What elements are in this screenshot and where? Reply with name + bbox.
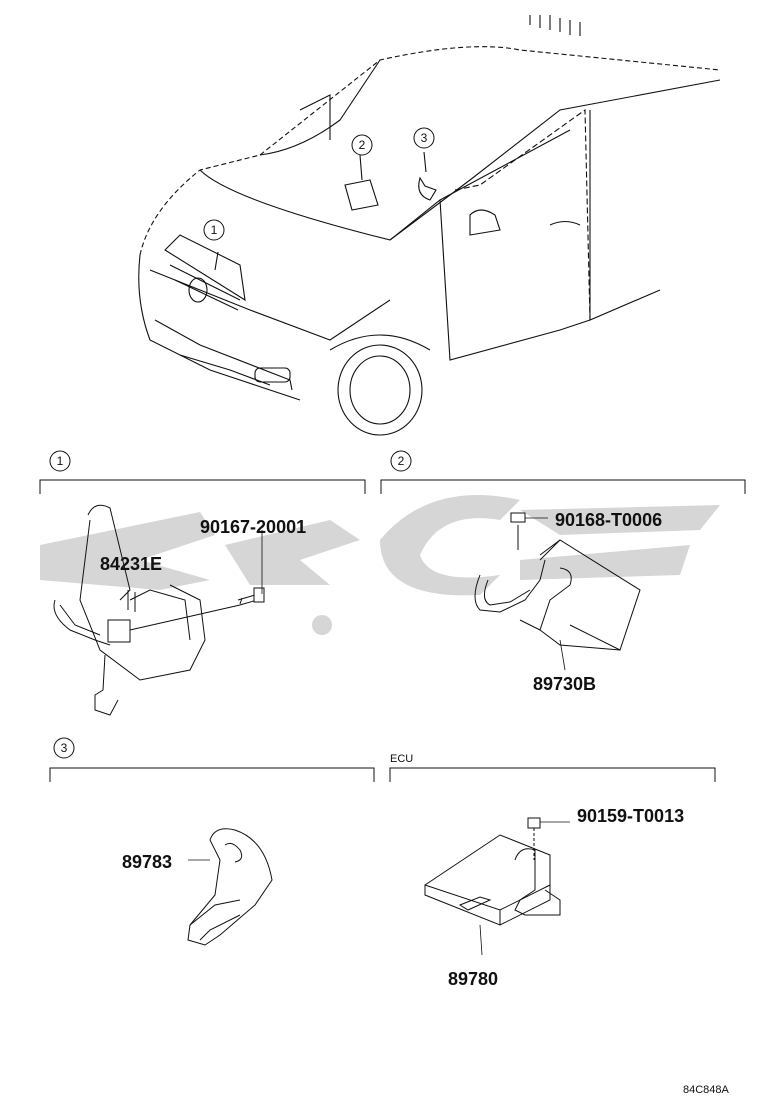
bolt-90167 [237, 530, 265, 606]
part-label-89783: 89783 [122, 852, 172, 872]
section-2-callout-label: 2 [398, 454, 405, 468]
section-3-header: 3 [49, 737, 375, 782]
part-label-90159-T0013: 90159-T0013 [577, 806, 684, 826]
horn-assembly-drawing [53, 504, 241, 716]
section-3-callout-label: 3 [61, 741, 68, 755]
part-label-84231E: 84231E [100, 554, 162, 574]
section-2-header: 2 [380, 450, 746, 494]
ecu-89780-drawing [424, 817, 570, 956]
part-label-89780: 89780 [448, 969, 498, 989]
callout-2-top-label: 2 [359, 138, 366, 152]
sensor-89730B-drawing [474, 512, 641, 671]
callout-3-top-label: 3 [421, 131, 428, 145]
callout-2-top: 2 [351, 134, 373, 156]
section-ecu-label: ECU [390, 753, 413, 765]
vehicle-illustration [138, 15, 721, 436]
part-label-90168-T0006: 90168-T0006 [555, 510, 662, 530]
callout-1-top: 1 [203, 219, 225, 241]
section-1-header: 1 [39, 450, 366, 494]
sensor-89783-drawing [187, 828, 273, 946]
part-label-89730B: 89730B [533, 674, 596, 694]
section-ecu-header: ECU [389, 753, 716, 782]
part-label-90167-20001: 90167-20001 [200, 517, 306, 537]
callout-1-top-label: 1 [211, 223, 218, 237]
diagram-code: 84C848A [683, 1084, 730, 1096]
callout-3-top: 3 [413, 127, 435, 149]
section-1-callout-label: 1 [57, 454, 64, 468]
